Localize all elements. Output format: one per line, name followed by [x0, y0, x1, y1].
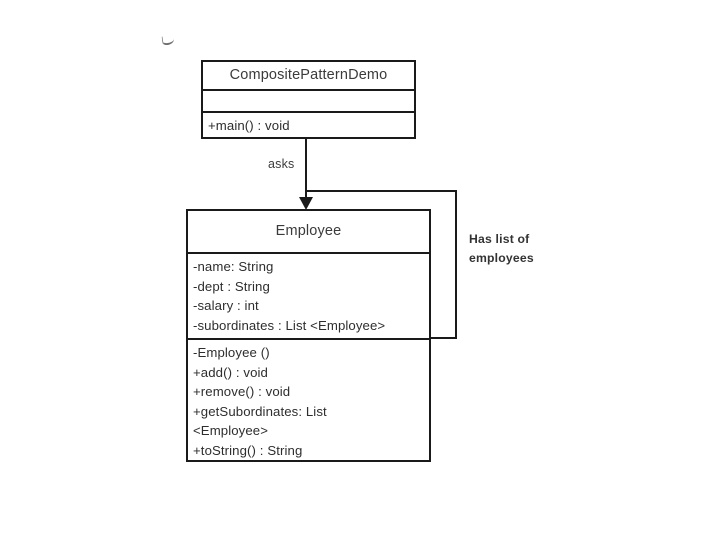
empty-attributes — [208, 94, 414, 108]
self-association-segment-top — [305, 190, 457, 192]
edge-label-asks: asks — [268, 157, 295, 171]
class-operations-employee: -Employee () +add() : void +remove() : v… — [188, 338, 429, 460]
uml-class-composite-pattern-demo[interactable]: CompositePatternDemo +main() : void — [201, 60, 416, 139]
operation-item: +main() : void — [208, 118, 290, 133]
self-association-segment-right — [455, 190, 457, 339]
class-operations-composite-pattern-demo: +main() : void — [203, 111, 414, 137]
class-name-composite-pattern-demo: CompositePatternDemo — [229, 66, 388, 83]
operation-item: +remove() : void — [193, 384, 291, 399]
edge-label-has-list-of-employees: Has list of employees — [469, 232, 534, 265]
self-association-segment-bottom — [429, 337, 457, 339]
operation-item: <Employee> — [193, 423, 269, 438]
scan-artifact — [161, 35, 175, 46]
class-name-employee: Employee — [275, 222, 342, 239]
attribute-item: -subordinates : List <Employee> — [193, 317, 386, 333]
operation-item: +toString() : String — [193, 442, 303, 458]
attribute-item: -dept : String — [193, 278, 270, 294]
class-attributes-composite-pattern-demo — [203, 89, 414, 111]
operation-item: -Employee () — [193, 345, 270, 360]
uml-class-employee[interactable]: Employee -name: String -dept : String -s… — [186, 209, 431, 462]
attribute-item: -salary : int — [193, 298, 259, 313]
association-line-asks — [305, 139, 307, 201]
arrowhead-icon — [299, 197, 313, 210]
operation-item: +getSubordinates: List — [193, 403, 327, 419]
attribute-item: -name: String — [193, 259, 274, 274]
class-attributes-employee: -name: String -dept : String -salary : i… — [188, 252, 429, 338]
operation-item: +add() : void — [193, 364, 268, 380]
